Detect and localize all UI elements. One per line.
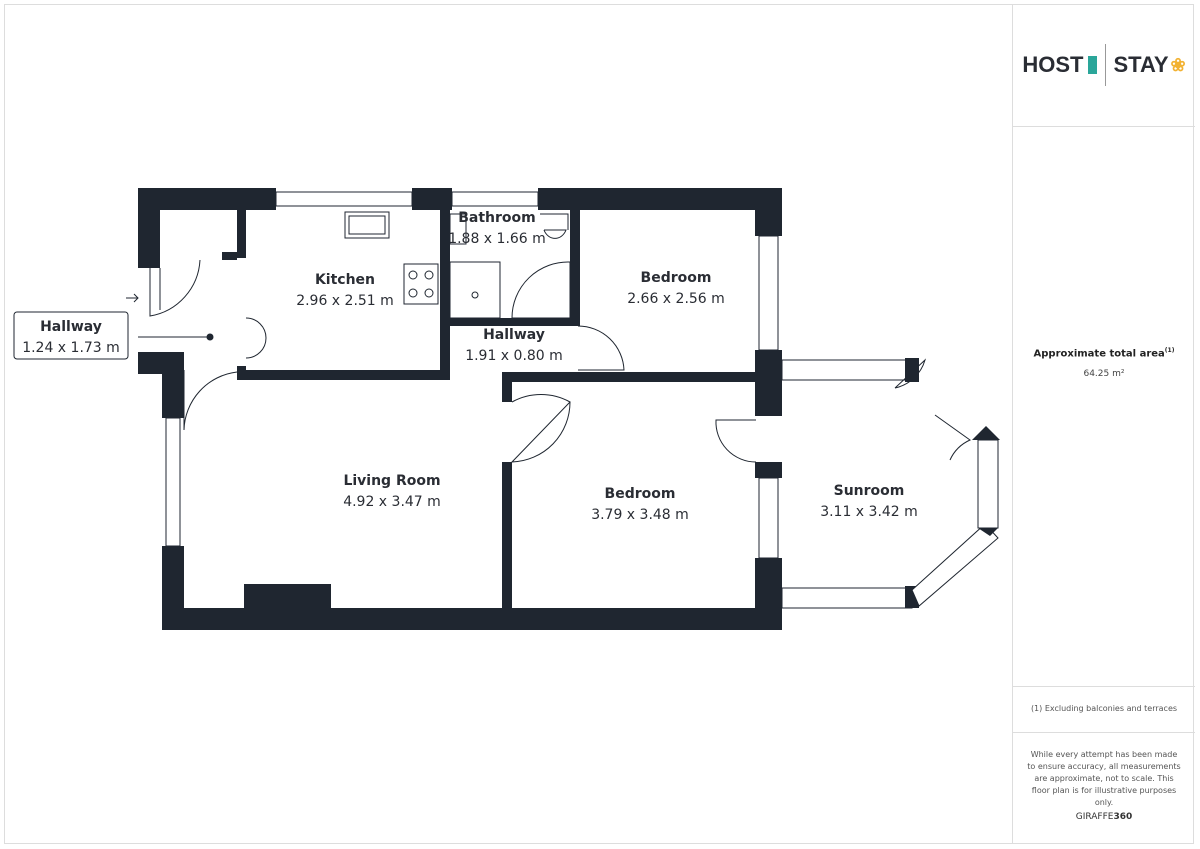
fixtures	[344, 211, 569, 319]
brand-text: GIRAFFE	[1075, 812, 1114, 822]
shower-icon	[449, 261, 501, 319]
logo-host-text: HOST	[1022, 52, 1084, 77]
brand-number: 360	[1113, 812, 1133, 822]
room-name: Sunroom	[834, 483, 905, 499]
hob-icon	[403, 263, 439, 305]
room-dims: 1.24 x 1.73 m	[22, 340, 120, 356]
host-stay-logo: HOST STAY ❀	[1013, 4, 1195, 127]
room-dims: 1.91 x 0.80 m	[465, 348, 563, 364]
area-footnote: (1) Excluding balconies and terraces	[1013, 686, 1195, 733]
giraffe360-brand: GIRAFFE360	[1013, 812, 1195, 822]
floor-plan: Hallway 1.24 x 1.73 m Kitchen 2.96 x 2.5…	[13, 188, 1000, 630]
room-name: Bathroom	[458, 210, 536, 226]
disclaimer: While every attempt has been made to ens…	[1027, 750, 1181, 807]
room-name: Bedroom	[641, 270, 712, 286]
room-name: Bedroom	[605, 486, 676, 502]
page-frame	[4, 4, 1194, 844]
room-name: Kitchen	[315, 272, 375, 288]
room-name: Living Room	[343, 473, 440, 489]
room-dims: 3.11 x 3.42 m	[820, 504, 918, 520]
location-pin-icon: ❀	[1170, 54, 1186, 75]
room-dims: 4.92 x 3.47 m	[343, 494, 441, 510]
room-name: Hallway	[40, 319, 102, 335]
logo-stay-text: STAY	[1113, 52, 1169, 77]
logo-divider	[1104, 44, 1106, 86]
room-dims: 2.96 x 2.51 m	[296, 293, 394, 309]
room-name: Hallway	[483, 327, 545, 343]
area-title: Approximate total area	[1033, 348, 1165, 360]
room-dims: 1.88 x 1.66 m	[448, 231, 546, 247]
doors	[126, 259, 971, 463]
kitchen-sink-icon	[344, 211, 390, 239]
room-labels: Hallway 1.24 x 1.73 m Kitchen 2.96 x 2.5…	[13, 210, 918, 523]
toilet-icon	[540, 213, 569, 239]
hallway-label-box	[13, 311, 129, 360]
door-icon	[1087, 56, 1097, 74]
room-dims: 3.79 x 3.48 m	[591, 507, 689, 523]
basin-icon	[449, 213, 467, 245]
area-footnote-mark: (1)	[1164, 347, 1175, 354]
info-panel: HOST STAY ❀ Approximate total area(1) 64…	[1012, 4, 1195, 844]
room-dims: 2.66 x 2.56 m	[627, 291, 725, 307]
total-area-section: Approximate total area(1) 64.25 m²	[1013, 126, 1195, 687]
area-value: 64.25 m²	[1083, 369, 1125, 379]
walls	[138, 188, 782, 630]
